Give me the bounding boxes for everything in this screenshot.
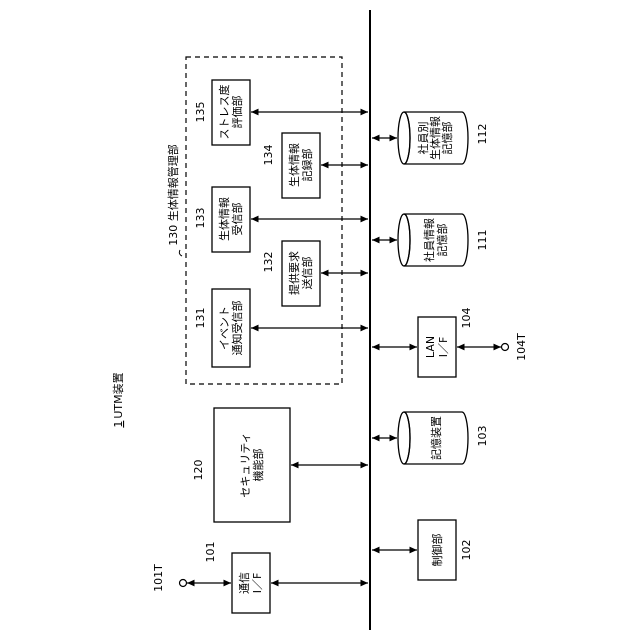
terminal-104T	[502, 344, 509, 351]
storage-103-line-1: 記憶装置	[429, 416, 443, 460]
storage-111-line-1: 社員情報	[422, 218, 436, 262]
block-104-line-1: LAN	[424, 336, 437, 358]
block-132-line-2: 送信部	[300, 257, 314, 290]
svg-text:提供要求送信部: 提供要求送信部	[287, 251, 314, 295]
storage-111-line-2: 記憶部	[435, 224, 449, 257]
block-104-number: 104	[460, 308, 473, 329]
storage-112-line-1: 社員別	[416, 122, 430, 155]
block-102-line-1: 制御部	[430, 534, 444, 567]
terminal-104T-label: 104T	[515, 333, 528, 361]
device-label: 1 UTM装置	[112, 372, 125, 427]
terminal-101T-label: 101T	[152, 564, 165, 592]
block-133-line-2: 受信部	[230, 203, 244, 236]
block-120-line-2: 機能部	[251, 449, 265, 482]
block-101-line-1: 通信	[238, 572, 251, 594]
block-120-line-1: セキュリティ	[239, 432, 252, 497]
block-102-number: 102	[460, 540, 473, 561]
block-135-number: 135	[194, 102, 207, 123]
block-120-number: 120	[192, 460, 205, 481]
block-101-line-2: I／F	[251, 573, 264, 594]
storage-112-line-2: 生体情報	[428, 116, 442, 160]
group-130-leader	[179, 250, 182, 256]
group-130-frame	[186, 57, 342, 384]
svg-text:社員情報記憶部: 社員情報記憶部	[422, 218, 449, 262]
block-131-line-2: 通知受信部	[230, 301, 244, 356]
block-133-line-1: 生体情報	[217, 197, 231, 241]
storage-103-number: 103	[476, 426, 489, 447]
block-131-number: 131	[194, 308, 207, 329]
block-131-line-1: イベント	[218, 306, 231, 350]
block-104-line-2: I／F	[437, 337, 450, 358]
svg-text:イベント通知受信部: イベント通知受信部	[218, 301, 244, 356]
svg-text:1UTM装置: 1 UTM装置	[112, 372, 125, 427]
svg-text:LANI／F: LANI／F	[424, 336, 450, 358]
terminal-101T	[180, 580, 187, 587]
storage-112-line-3: 記憶部	[440, 122, 454, 155]
svg-text:社員別生体情報記憶部: 社員別生体情報記憶部	[416, 116, 454, 160]
svg-text:通信I／F: 通信I／F	[238, 572, 264, 594]
block-101-number: 101	[204, 542, 217, 563]
block-135-line-1: ストレス度	[217, 85, 231, 140]
storage-112-number: 112	[476, 124, 489, 145]
block-134-number: 134	[262, 145, 275, 166]
block-134-line-1: 生体情報	[287, 143, 301, 187]
group-130-label: 130 生体情報管理部	[166, 144, 180, 246]
device-name: UTM装置	[112, 372, 125, 418]
block-135-line-2: 評価部	[230, 96, 244, 129]
block-132-number: 132	[262, 252, 275, 273]
block-132-line-1: 提供要求	[287, 251, 301, 295]
block-133-number: 133	[194, 208, 207, 229]
storage-111-number: 111	[476, 230, 489, 251]
device-number: 1	[112, 421, 125, 428]
svg-text:130 生体情報管理部: 130 生体情報管理部	[166, 144, 180, 246]
svg-text:生体情報記録部: 生体情報記録部	[287, 143, 314, 187]
block-134-line-2: 記録部	[300, 149, 314, 182]
svg-text:生体情報受信部: 生体情報受信部	[217, 197, 244, 241]
